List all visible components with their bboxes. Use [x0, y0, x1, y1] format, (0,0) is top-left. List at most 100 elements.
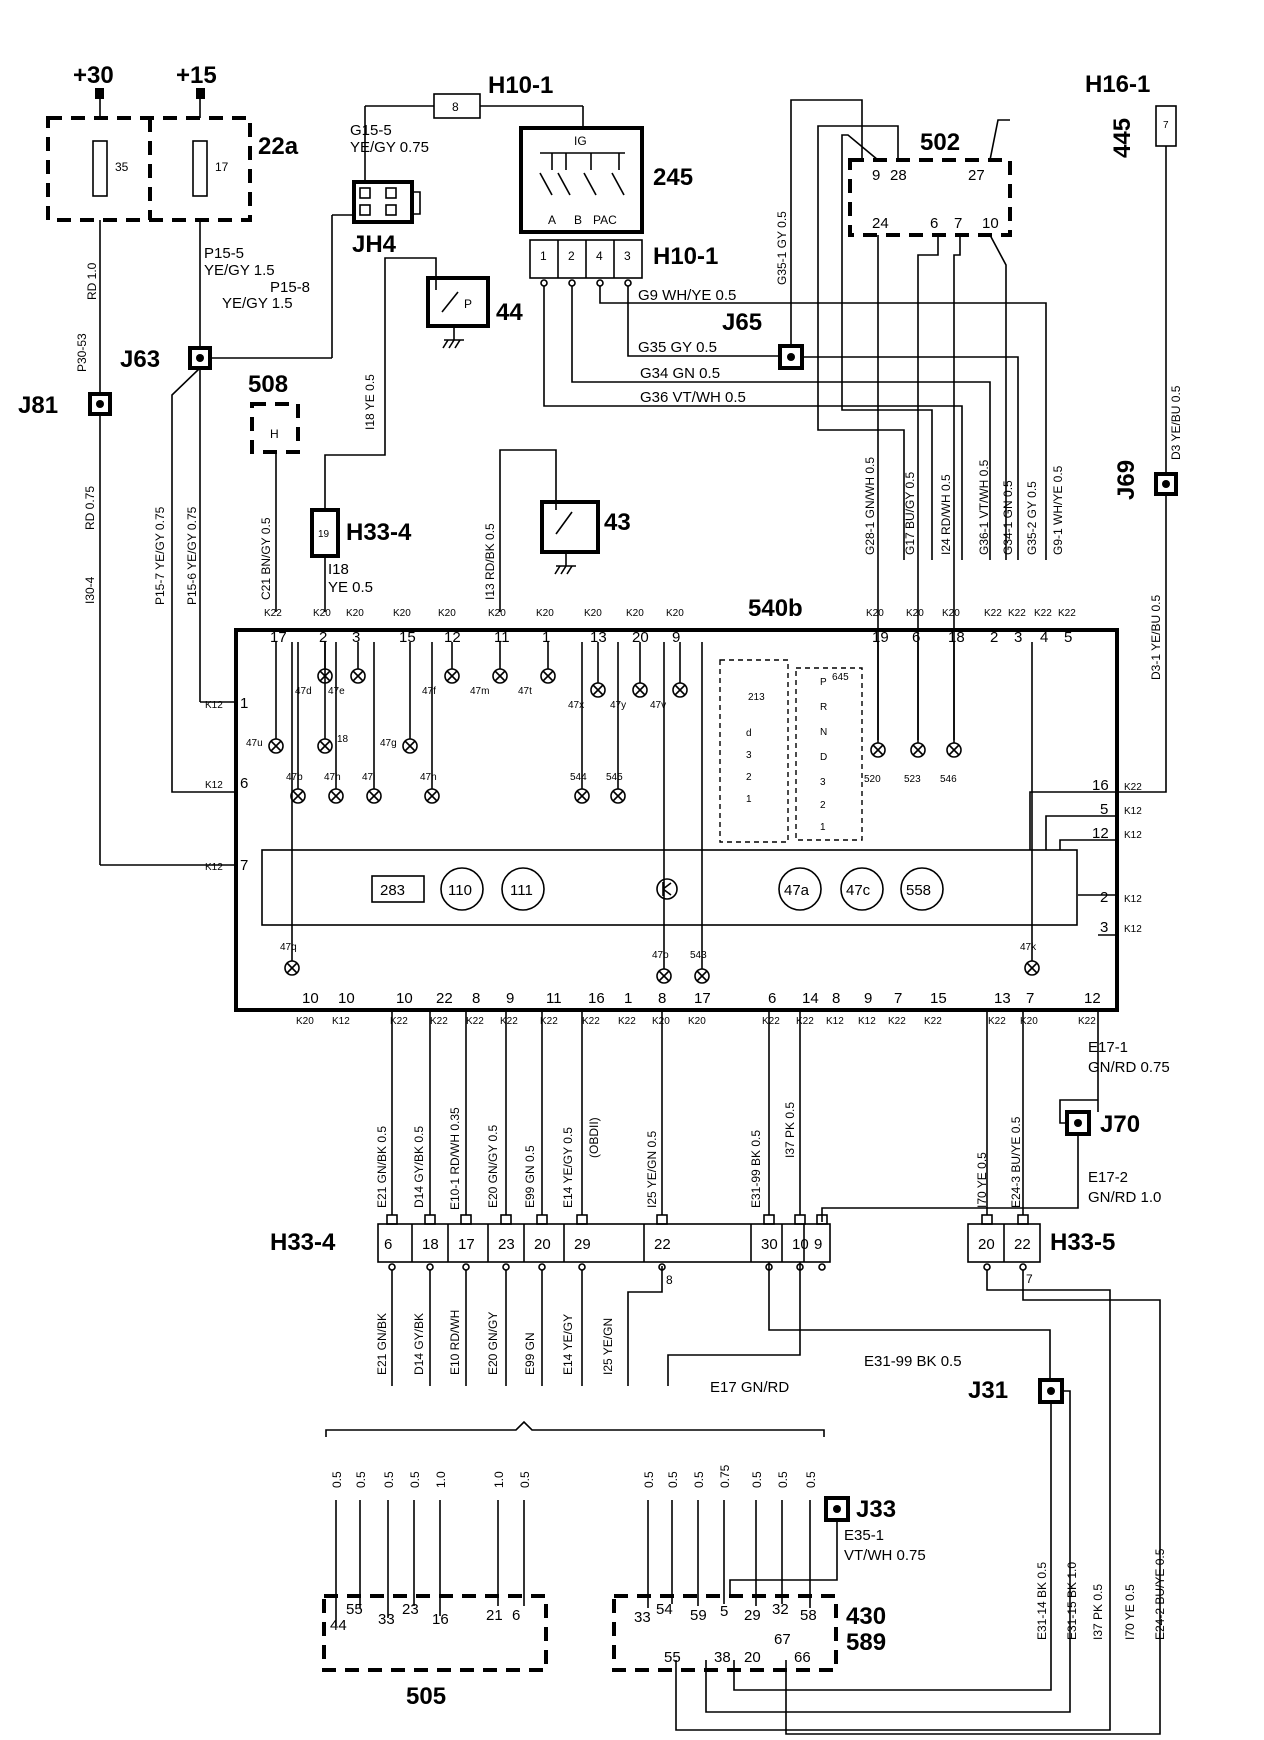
wire-g35-2: G35-2 GY 0.5: [1025, 481, 1039, 555]
h10-1-pin-4: 4: [596, 249, 603, 263]
lamp-47x: [590, 682, 606, 698]
wire-e35-1: E35-1: [844, 1527, 884, 1544]
top-pin-k-1: K20: [313, 608, 331, 619]
gauge-110: [440, 867, 484, 911]
bottom-pin-k-17: K22: [988, 1016, 1006, 1027]
bottom-pin-k-9: K20: [652, 1016, 670, 1027]
top-pin-0: 17: [270, 629, 287, 646]
left-pin-k-1: K12: [205, 700, 223, 711]
wire-i18-top: I18 YE 0.5: [363, 374, 377, 430]
right-pin-5: 5: [1100, 801, 1108, 818]
bottom-pin-k-18: K20: [1020, 1016, 1038, 1027]
top-pin-k-9: K20: [666, 608, 684, 619]
wire-i70: I70 YE 0.5: [975, 1152, 989, 1208]
bottom-pin-11: 6: [768, 990, 776, 1007]
bundle-430-size-0: 0.5: [642, 1471, 656, 1488]
bundle-505-size-1: 0.5: [354, 1471, 368, 1488]
pin-505-6: 6: [512, 1607, 520, 1624]
connector-508-label: 508: [248, 371, 288, 398]
switch-44-p: P: [464, 297, 472, 311]
bottom-pin-5: 9: [506, 990, 514, 1007]
top-pin-6: 1: [542, 629, 550, 646]
lamp-47q: [284, 960, 300, 976]
bottom-pin-14: 9: [864, 990, 872, 1007]
bottom-pin-row: 10K2010K1210K2222K228K229K2211K2216K221K…: [296, 990, 1101, 1027]
connector-h10-1-label-top: H10-1: [488, 72, 553, 99]
h33-4-pin-22: 22: [654, 1236, 671, 1253]
bundle-505-size-2: 0.5: [382, 1471, 396, 1488]
h33-5-pin-20: 20: [978, 1236, 995, 1253]
wire-g35: G35 GY 0.5: [638, 339, 717, 356]
connector-h33-4-top-label: H33-4: [346, 519, 412, 546]
terminal-30-label: +30: [73, 62, 114, 89]
gauge-111-label: 111: [510, 882, 533, 899]
lamp-label-544: 544: [570, 772, 587, 783]
bundle-430-size-5: 0.5: [776, 1471, 790, 1488]
wire-p15-6: P15-6 YE/GY 0.75: [185, 506, 199, 605]
pin-430-66: 66: [794, 1649, 811, 1666]
instrument-cluster-540b: [234, 628, 1119, 1012]
h10-1-pin8: 8: [452, 100, 459, 114]
top-pin-row: K2217K202K203K2015K2012K2011K201K2013K20…: [264, 608, 1076, 646]
bundle-505-size-5: 1.0: [492, 1471, 506, 1488]
bottom-pin-13: 8: [832, 990, 840, 1007]
h10-1-pin-3: 3: [624, 249, 631, 263]
bottom-pin-0: 10: [302, 990, 319, 1007]
wire-g28-1: G28-1 GN/WH 0.5: [863, 457, 877, 555]
wire-g9-1: G9-1 WH/YE 0.5: [1051, 465, 1065, 555]
connector-h16-1-label: H16-1: [1085, 71, 1150, 98]
top-pin-15: 4: [1040, 629, 1048, 646]
lamp-label-47b: 47b: [286, 772, 303, 783]
wire-g36-1: G36-1 VT/WH 0.5: [977, 459, 991, 555]
gauge-283: [371, 875, 425, 903]
wire-d3-1: D3-1 YE/BU 0.5: [1149, 595, 1163, 680]
gauge-283-label: 283: [380, 882, 405, 899]
terminal-15-marker: [196, 88, 205, 99]
pin-430-5: 5: [720, 1603, 728, 1620]
fuse-35-label: 35: [115, 160, 129, 174]
connector-jh4-label: JH4: [352, 231, 397, 258]
wire-e35-1-spec: VT/WH 0.75: [844, 1547, 926, 1564]
wire-e99: E99 GN 0.5: [523, 1145, 537, 1208]
right-pin-k-3: K12: [1124, 924, 1142, 935]
wire-i24: I24 RD/WH 0.5: [939, 474, 953, 555]
lamp-label-47d: 47d: [295, 686, 312, 697]
top-pin-k-4: K20: [438, 608, 456, 619]
top-pin-3: 15: [399, 629, 416, 646]
top-pin-4: 12: [444, 629, 461, 646]
top-pin-k-13: K22: [984, 608, 1002, 619]
h33-5-pin-22: 22: [1014, 1236, 1031, 1253]
connector-508: [250, 402, 300, 454]
wire-rd-1-0: RD 1.0: [85, 262, 99, 300]
wire-b-i70: I70 YE 0.5: [1123, 1584, 1137, 1640]
wire-e24-3: E24-3 BU/YE 0.5: [1009, 1116, 1023, 1208]
bundle-430-size-3: 0.75: [718, 1464, 732, 1488]
lamp-47u: [268, 738, 284, 754]
gear-led-2: 2: [746, 772, 752, 783]
wire-i13: I13 RD/BK 0.5: [483, 523, 497, 600]
bottom-pin-3: 22: [436, 990, 453, 1007]
wire-p15-5: P15-5: [204, 245, 244, 262]
top-pin-k-2: K20: [346, 608, 364, 619]
right-pin-k-12: K12: [1124, 830, 1142, 841]
gauge-558-label: 558: [906, 882, 931, 899]
bottom-pin-k-7: K22: [582, 1016, 600, 1027]
junction-j33-label: J33: [856, 1496, 896, 1523]
connector-h10-1-label: H10-1: [653, 243, 718, 270]
wire-p15-8: P15-8: [270, 279, 310, 296]
bottom-pin-k-0: K20: [296, 1016, 314, 1027]
ignition-switch-pac: PAC: [593, 213, 617, 227]
top-pin-1: 2: [319, 629, 327, 646]
gear-led-d: d: [746, 728, 752, 739]
bottom-pin-k-1: K12: [332, 1016, 350, 1027]
ignition-switch-b: B: [574, 213, 582, 227]
bundle-505-size-3: 0.5: [408, 1471, 422, 1488]
gear-indicator-213-label: 213: [748, 692, 765, 703]
h33-4-pin-18: 18: [422, 1236, 439, 1253]
bottom-pin-k-12: K22: [796, 1016, 814, 1027]
fuse-35: [92, 140, 108, 197]
pin-430-33: 33: [634, 1609, 651, 1626]
bottom-pin-k-11: K22: [762, 1016, 780, 1027]
gauge-47a: [778, 867, 822, 911]
